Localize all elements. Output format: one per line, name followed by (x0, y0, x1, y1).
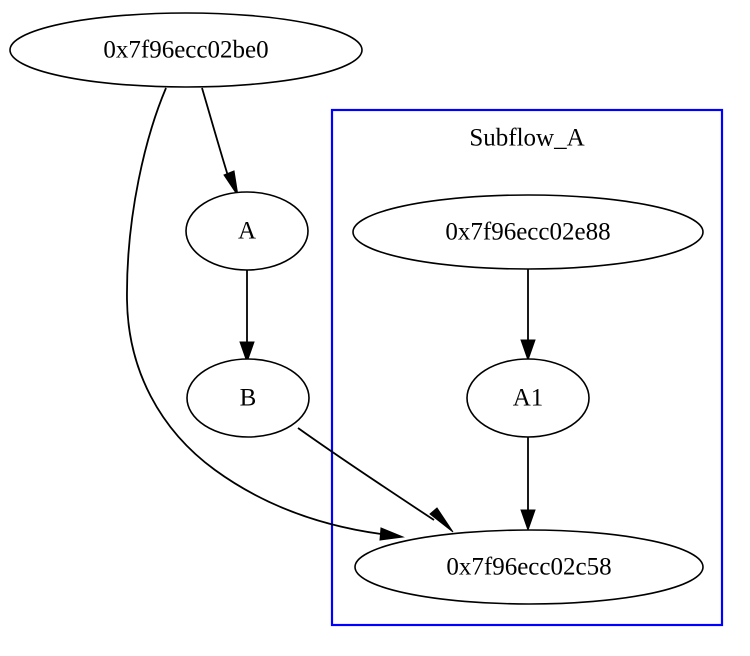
node-label: 0x7f96ecc02be0 (103, 37, 268, 64)
edge-root-to-c58[interactable] (126, 87, 405, 541)
arrowhead-icon (520, 509, 536, 532)
node-label: A (238, 218, 256, 245)
node-ellipse (186, 358, 310, 438)
edge-line (201, 87, 229, 177)
edge-line (297, 427, 435, 521)
arrowhead-icon (379, 527, 405, 541)
node-a1[interactable]: A1 (466, 358, 590, 438)
node-c58[interactable]: 0x7f96ecc02c58 (354, 529, 704, 605)
edge-a1-to-c58[interactable] (520, 437, 536, 532)
node-e88[interactable]: 0x7f96ecc02e88 (352, 194, 704, 270)
node-ellipse (352, 194, 704, 270)
node-a[interactable]: A (185, 191, 309, 271)
arrowhead-icon (239, 341, 255, 364)
node-ellipse (466, 358, 590, 438)
edge-e88-to-a1[interactable] (520, 268, 536, 362)
arrowhead-icon (223, 170, 239, 197)
cluster-border (330, 108, 724, 627)
node-label: B (240, 385, 257, 412)
arrowhead-icon (429, 507, 454, 533)
edge-b-to-c58[interactable] (297, 427, 454, 533)
node-label: 0x7f96ecc02c58 (446, 554, 611, 581)
cluster-label: Subflow_A (469, 125, 584, 152)
node-root[interactable]: 0x7f96ecc02be0 (9, 12, 363, 88)
arrowhead-icon (520, 339, 536, 362)
edge-a-to-b[interactable] (239, 270, 255, 364)
node-ellipse (9, 12, 363, 88)
edge-root-to-a[interactable] (201, 87, 239, 197)
node-label: 0x7f96ecc02e88 (445, 219, 610, 246)
node-b[interactable]: B (186, 358, 310, 438)
node-ellipse (185, 191, 309, 271)
node-label: A1 (513, 385, 544, 412)
node-ellipse (354, 529, 704, 605)
cluster-subflow-a[interactable]: Subflow_A (330, 108, 724, 627)
edge-line (126, 87, 382, 535)
